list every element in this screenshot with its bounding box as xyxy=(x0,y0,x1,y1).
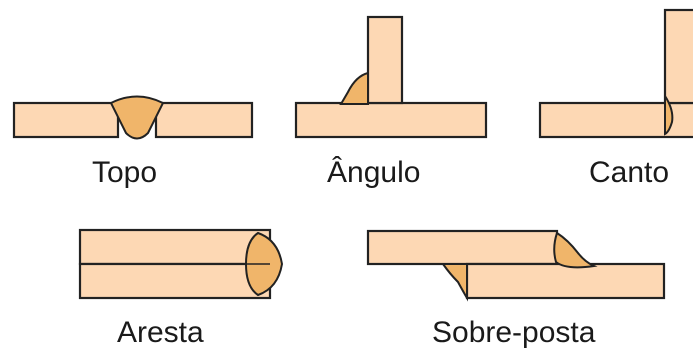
canto-vertical-plate xyxy=(663,8,693,105)
sobreposta-weld-right xyxy=(553,231,598,269)
label-topo: Topo xyxy=(92,156,158,189)
aresta-bottom-plate xyxy=(78,262,272,300)
label-sobreposta: Sobre-posta xyxy=(432,316,596,349)
sobreposta-weld-left xyxy=(441,263,468,302)
angulo-vertical-plate xyxy=(366,15,404,105)
topo-left-plate xyxy=(12,101,120,139)
angulo-base-plate xyxy=(294,101,488,139)
canto-weld-bead xyxy=(664,92,674,136)
topo-joint xyxy=(12,95,254,140)
aresta-joint xyxy=(78,228,284,300)
topo-weld-bead xyxy=(109,95,165,140)
sobreposta-upper-plate xyxy=(366,229,559,266)
label-canto: Canto xyxy=(589,156,670,189)
topo-right-plate xyxy=(154,101,254,139)
sobreposta-joint xyxy=(366,229,666,302)
label-angulo: Ângulo xyxy=(327,156,421,189)
label-aresta: Aresta xyxy=(117,316,204,349)
angulo-weld-bead xyxy=(339,71,369,105)
canto-joint xyxy=(538,8,693,139)
angulo-joint xyxy=(294,15,488,139)
aresta-top-plate xyxy=(78,228,272,266)
sobreposta-lower-plate xyxy=(465,262,666,300)
